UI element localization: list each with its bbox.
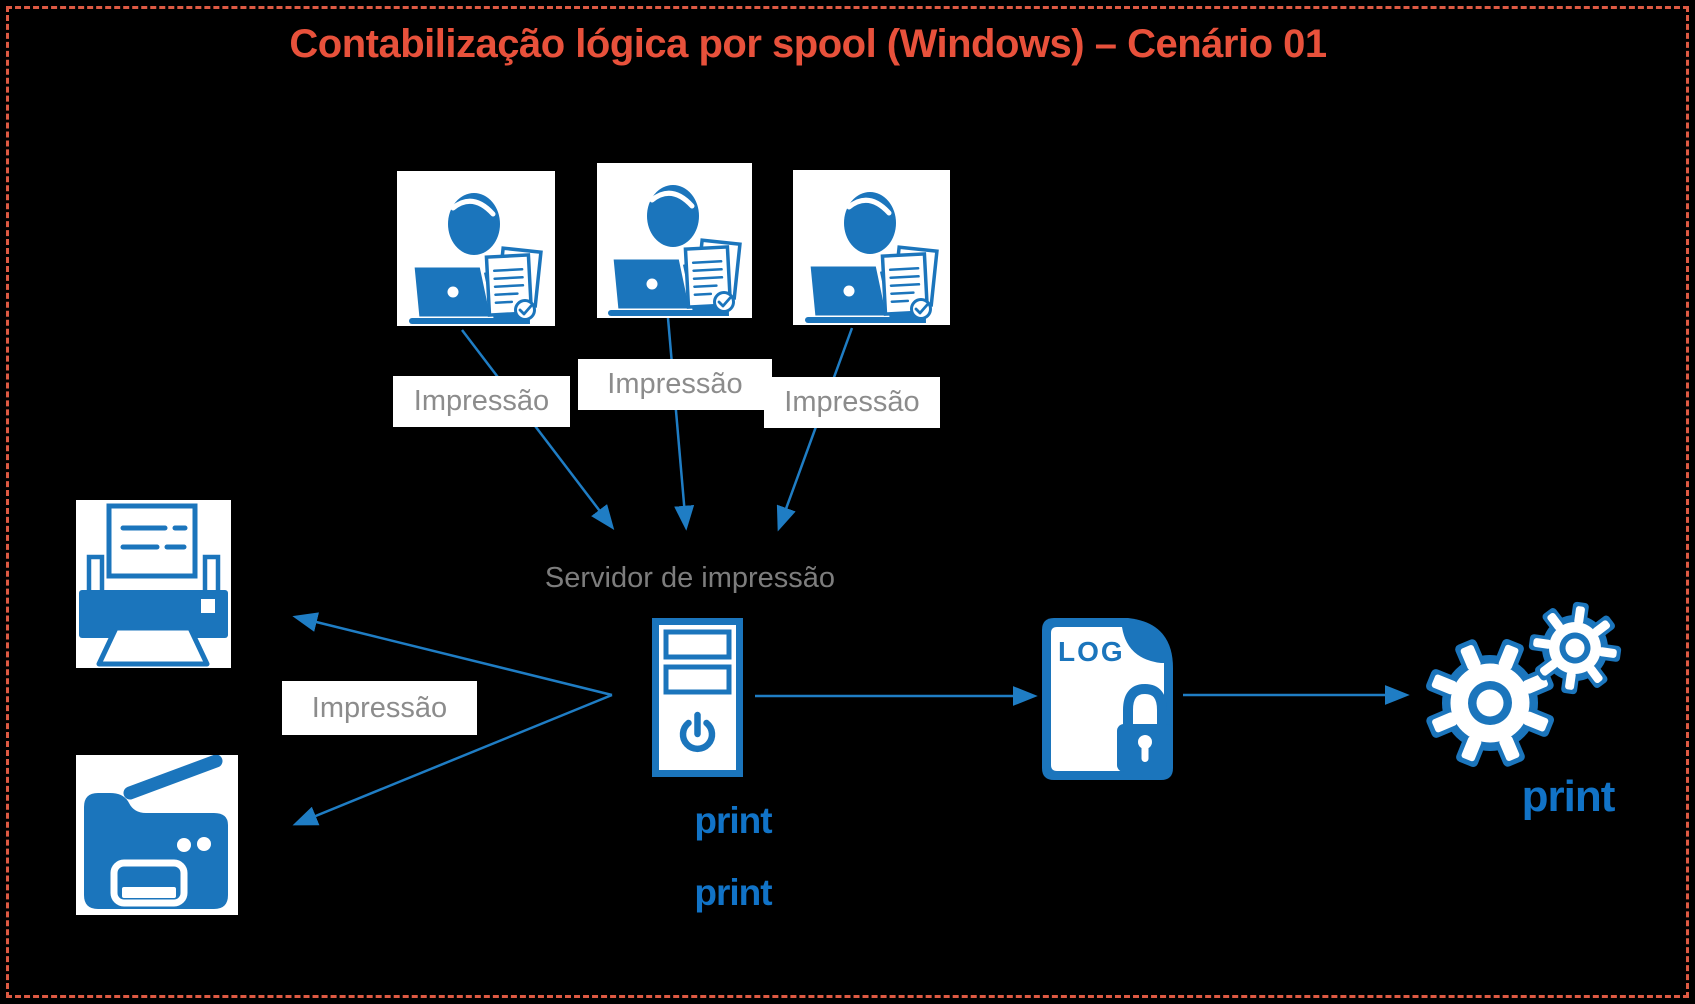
server-tower-icon [652,618,743,777]
arrow-user1-to-server [461,329,615,530]
user-card-1 [397,171,555,326]
arrow-server-to-printer [292,612,613,697]
server-label: Servidor de impressão [544,562,836,594]
user-laptop-documents-icon [409,192,543,324]
print-job-label-1: Impressão [393,376,570,427]
diagram-title: Contabilização lógica por spool (Windows… [289,22,1327,66]
arrow-server-to-mfp [292,693,613,826]
mfp-card [76,755,238,915]
padlock-icon [1117,683,1173,772]
user-card-2 [597,163,752,318]
print-logo: print [1521,772,1616,821]
print-logo: print [694,872,772,913]
user-card-3 [793,170,950,325]
print-job-label-2: Impressão [578,359,772,410]
processing-node [1392,598,1627,803]
print-job-label-3: Impressão [764,377,940,428]
arrow-user3-to-server [776,327,854,532]
arrow-user2-to-server [666,317,695,531]
user-laptop-documents-icon [804,191,939,323]
multifunction-printer-icon [84,755,228,909]
printer-card [76,500,231,668]
gears-icon [1426,601,1622,767]
log-file-lock-icon: LOG [1042,618,1173,780]
print-logo: print [694,800,772,841]
printer-icon [79,503,228,667]
user-laptop-documents-icon [607,184,742,316]
log-file-node: LOG [1042,618,1173,780]
print-server-node [652,618,743,777]
log-label: LOG [1058,636,1125,667]
print-job-label-4: Impressão [282,681,477,735]
